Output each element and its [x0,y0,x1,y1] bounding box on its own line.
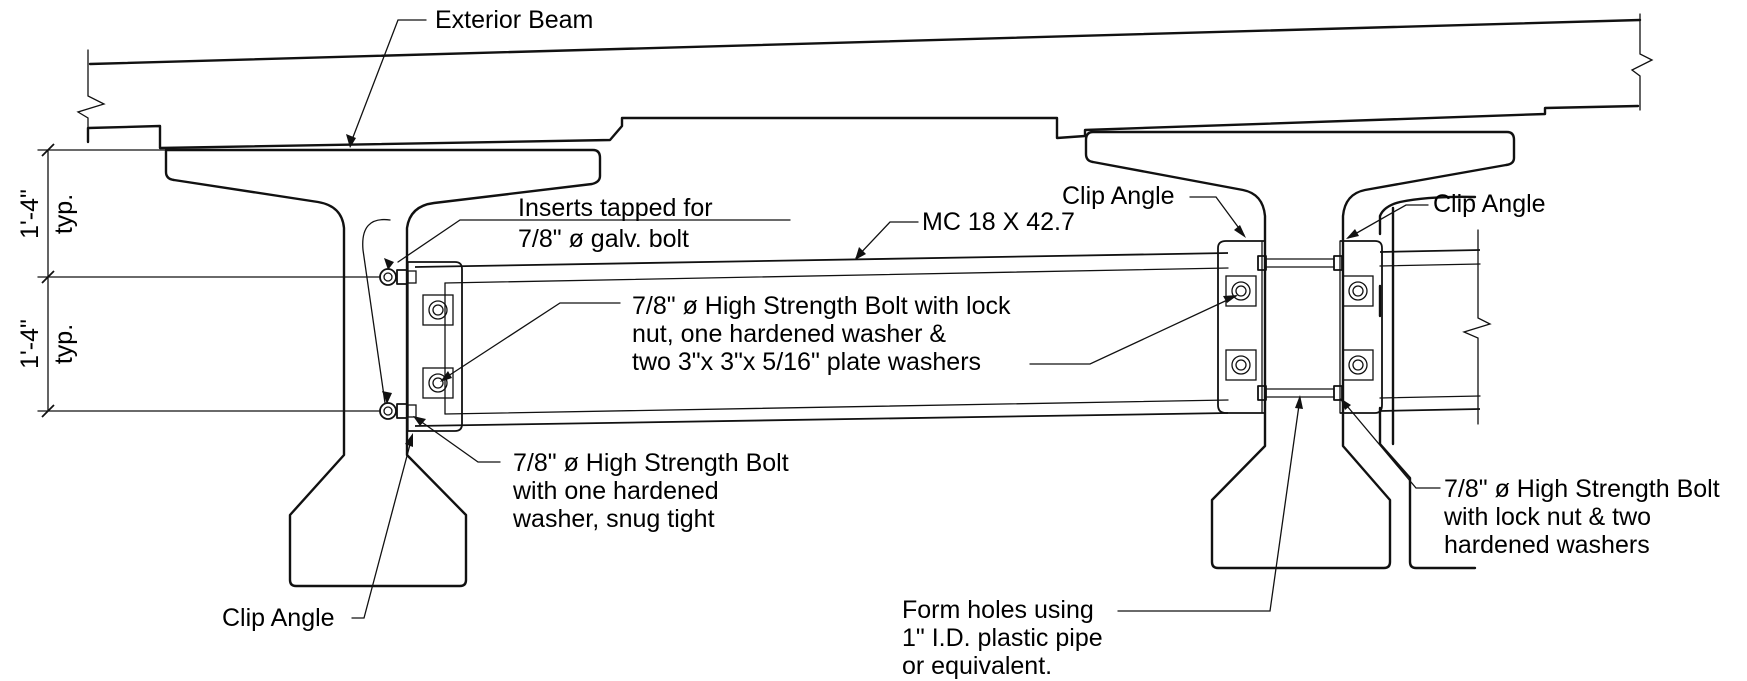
exterior-beam-left [164,148,602,588]
clip-angle-center [1217,240,1267,414]
leader-lines [346,19,1441,619]
dimension-lower: 1'-4" typ. [16,319,78,369]
interior-beam-right [1084,130,1516,570]
dimension-lines [37,143,381,418]
form-holes-label-line3: or equivalent. [902,652,1052,680]
hs-bolt-lock-label-line3: two 3"x 3"x 5/16" plate washers [632,348,981,376]
through-bolt-upper [1265,258,1335,268]
form-holes-label-line1: Form holes using [902,596,1094,624]
hs-bolt-right-label-line3: hardened washers [1444,531,1650,559]
dimension-upper-value: 1'-4" [16,189,44,239]
insert-bolt-upper [379,268,417,286]
hs-bolt-right-label-line2: with lock nut & two [1443,503,1651,531]
mc-channel-right [1379,249,1481,412]
exterior-beam-label: Exterior Beam [435,6,593,34]
clip-angle-right [1333,240,1383,414]
annotation-labels: Exterior Beam Inserts tapped for 7/8" ø … [222,6,1720,680]
dimension-lower-value: 1'-4" [16,319,44,369]
adjacent-beam-partial [1378,195,1477,570]
clip-angle-left-label: Clip Angle [222,604,335,632]
clip-angle-right-label: Clip Angle [1433,190,1546,218]
form-holes-label-line2: 1" I.D. plastic pipe [902,624,1103,652]
hs-bolt-right-label-line1: 7/8" ø High Strength Bolt [1444,475,1720,503]
channel-break-line-right [1462,229,1492,425]
hs-bolt-snug-label-line3: washer, snug tight [512,505,715,533]
clip-angle-center-label: Clip Angle [1062,182,1175,210]
dimension-upper: 1'-4" typ. [16,189,78,239]
slab-break-line-right [1630,13,1654,111]
deck-slab [86,18,1642,150]
inserts-label-line2: 7/8" ø galv. bolt [518,225,689,253]
slab-break-line-left [76,49,106,143]
inserts-label-line1: Inserts tapped for [518,194,713,222]
hs-bolt-lock-label-line1: 7/8" ø High Strength Bolt with lock [632,292,1011,320]
mc-channel-label: MC 18 X 42.7 [922,208,1075,236]
insert-bolt-lower [379,402,417,420]
hs-bolt-lock-label-line2: nut, one hardened washer & [632,320,946,348]
clip-angle-left [407,261,463,432]
hs-bolt-snug-label-line1: 7/8" ø High Strength Bolt [513,449,789,477]
dimension-upper-note: typ. [50,194,78,234]
dimension-lower-note: typ. [50,324,78,364]
hs-bolt-snug-label-line2: with one hardened [512,477,719,505]
